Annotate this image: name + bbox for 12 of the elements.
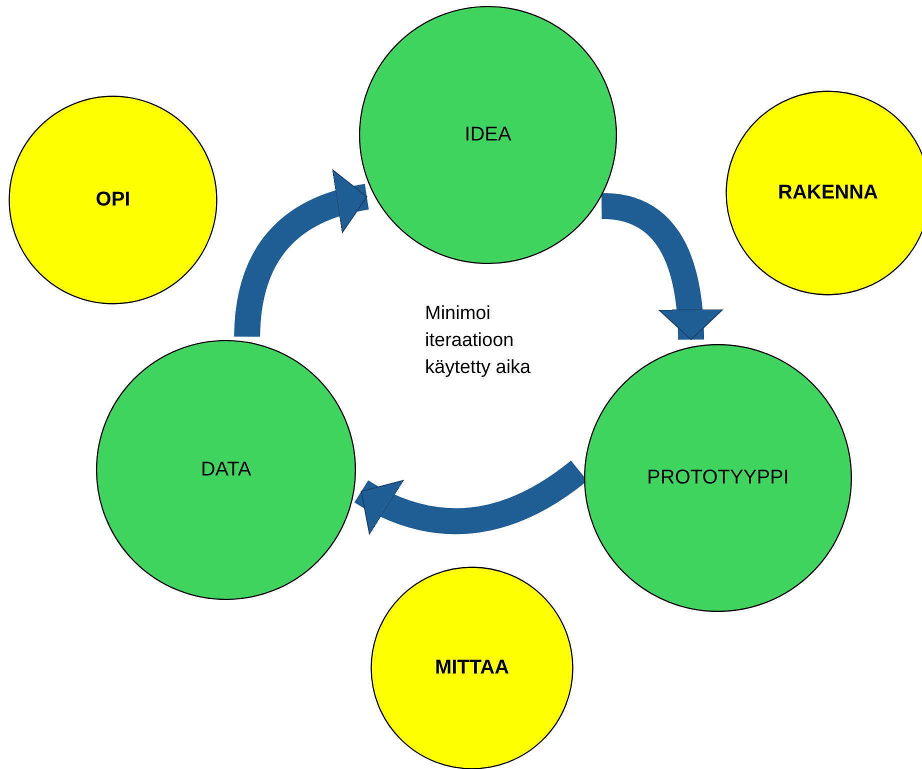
node-label: MITTAA bbox=[434, 656, 510, 680]
node-label: OPI bbox=[94, 188, 132, 212]
circle-node bbox=[358, 5, 618, 265]
circle-node bbox=[95, 339, 357, 601]
node-label: DATA bbox=[200, 458, 252, 482]
arrow bbox=[234, 170, 370, 338]
node-label: PROTOTYYPPI bbox=[646, 466, 790, 490]
circle-node bbox=[583, 343, 853, 613]
node-label: IDEA bbox=[464, 124, 512, 146]
circle-node bbox=[8, 95, 218, 305]
node-label: RAKENNA bbox=[777, 182, 879, 204]
note-text: Minimoi iteraatioon käytetty aika bbox=[425, 302, 532, 380]
